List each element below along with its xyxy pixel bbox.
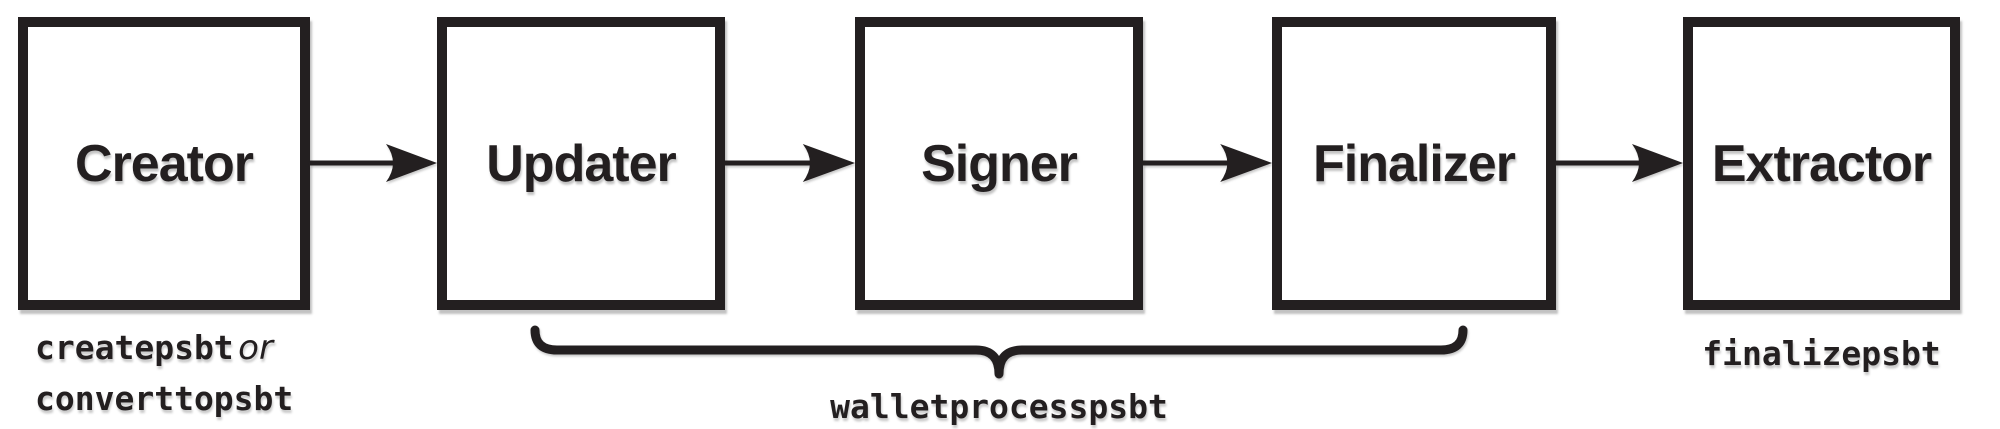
arrow-right-icon <box>725 144 855 182</box>
box-updater-label: Updater <box>486 134 676 193</box>
box-finalizer: Finalizer <box>1272 17 1556 310</box>
arrow-right-icon <box>1143 144 1272 182</box>
box-extractor: Extractor <box>1683 17 1960 310</box>
curly-brace-icon <box>530 325 1468 379</box>
arrow-right-icon <box>310 144 437 182</box>
caption-finalizepsbt: finalizepsbt <box>1673 334 1970 373</box>
arrow-right-icon <box>1556 144 1683 182</box>
code-converttopsbt: converttopsbt <box>35 379 294 418</box>
conjunction-or: or <box>238 328 273 368</box>
box-updater: Updater <box>437 17 725 310</box>
box-creator: Creator <box>18 17 310 310</box>
box-finalizer-label: Finalizer <box>1313 134 1516 193</box>
caption-walletprocesspsbt: walletprocesspsbt <box>530 387 1468 426</box>
box-signer: Signer <box>855 17 1143 310</box>
caption-creator-commands: createpsbt or converttopsbt <box>35 326 293 428</box>
box-extractor-label: Extractor <box>1711 134 1932 193</box>
code-finalizepsbt: finalizepsbt <box>1702 334 1941 373</box>
code-walletprocesspsbt: walletprocesspsbt <box>830 387 1168 426</box>
box-creator-label: Creator <box>75 134 254 193</box>
code-createpsbt: createpsbt <box>35 328 234 367</box>
box-signer-label: Signer <box>921 134 1078 193</box>
